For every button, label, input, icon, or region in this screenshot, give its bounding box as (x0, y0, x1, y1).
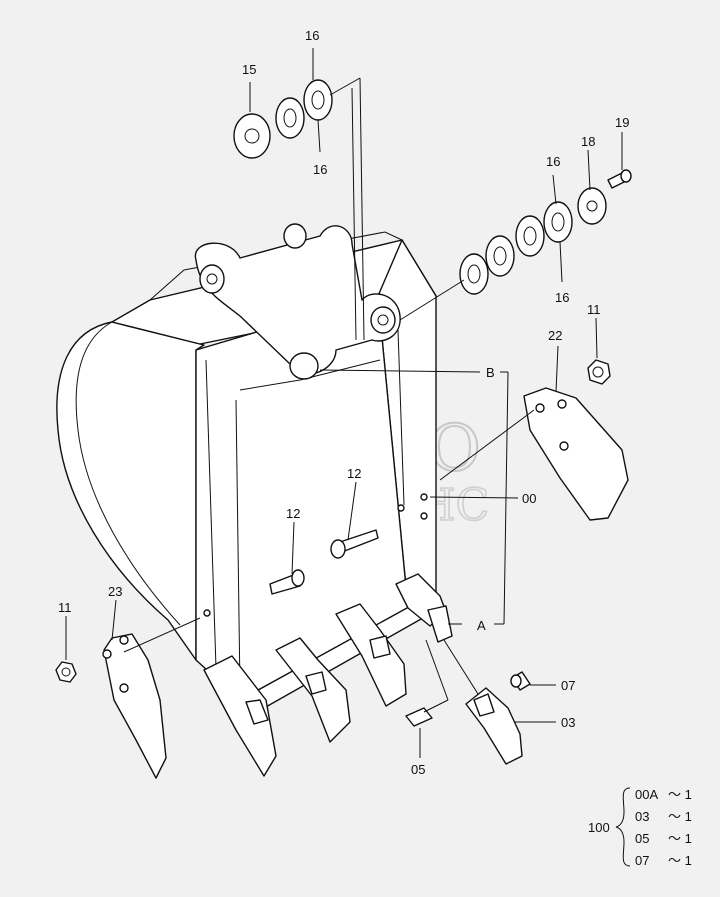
bucket-shell (56, 321, 205, 661)
kit-row-part: 00A (635, 787, 658, 802)
plate-15 (233, 113, 271, 159)
nut-11-right (587, 359, 611, 385)
leader-lines (65, 48, 623, 758)
side-hole (397, 504, 405, 512)
kit-row-part: 07 (635, 853, 649, 868)
label-b: B (486, 365, 495, 380)
shim-16-left (275, 79, 333, 139)
side-hole (420, 512, 428, 520)
side-cutter-23 (102, 633, 167, 779)
tooth (275, 637, 351, 743)
link-bracket (194, 223, 401, 380)
lock-pin-07 (510, 671, 531, 691)
label-15: 15 (242, 62, 256, 77)
side-hole (203, 609, 211, 617)
kit-table: 100 00A ～ 1 03 ～ 1 05 ～ 1 07 ～ 1 (588, 787, 692, 868)
label-18: 18 (581, 134, 595, 149)
nut-11-left (55, 661, 77, 683)
plate-18 (577, 187, 607, 225)
tooth (395, 573, 453, 643)
label-22: 22 (548, 328, 562, 343)
kit-row-part: 05 (635, 831, 649, 846)
kit-row-qty: ～ 1 (668, 809, 692, 824)
bolt-19 (607, 169, 632, 189)
pin-boss (289, 352, 319, 380)
part-labels: 15 16 16 16 16 18 19 11 22 B 00 12 12 23… (58, 28, 629, 777)
label-00: 00 (522, 491, 536, 506)
kit-row-qty: ～ 1 (668, 787, 692, 802)
label-03: 03 (561, 715, 575, 730)
label-19: 19 (615, 115, 629, 130)
label-12: 12 (286, 506, 300, 521)
pin-boss (370, 306, 396, 334)
label-16: 16 (546, 154, 560, 169)
label-07: 07 (561, 678, 575, 693)
kit-number: 100 (588, 820, 610, 835)
label-16: 16 (313, 162, 327, 177)
bolt-12-lower (269, 569, 305, 595)
tooth (203, 655, 277, 777)
pin-boss (283, 223, 307, 249)
label-05: 05 (411, 762, 425, 777)
teeth-row (203, 573, 453, 777)
kit-row-qty: ～ 1 (668, 853, 692, 868)
label-a: A (477, 618, 486, 633)
label-16: 16 (555, 290, 569, 305)
label-11: 11 (587, 302, 601, 317)
side-cutter-22 (523, 387, 629, 521)
retainer-05 (405, 707, 433, 727)
pin-boss (199, 264, 225, 294)
tooth (335, 603, 407, 707)
kit-row-qty: ～ 1 (668, 831, 692, 846)
side-hole (420, 493, 428, 501)
label-12: 12 (347, 466, 361, 481)
bolt-12-upper (330, 529, 379, 559)
label-11: 11 (58, 600, 72, 615)
kit-row-part: 03 (635, 809, 649, 824)
kit-brace (615, 787, 631, 867)
shims-16-right (459, 201, 573, 295)
label-16: 16 (305, 28, 319, 43)
label-23: 23 (108, 584, 122, 599)
